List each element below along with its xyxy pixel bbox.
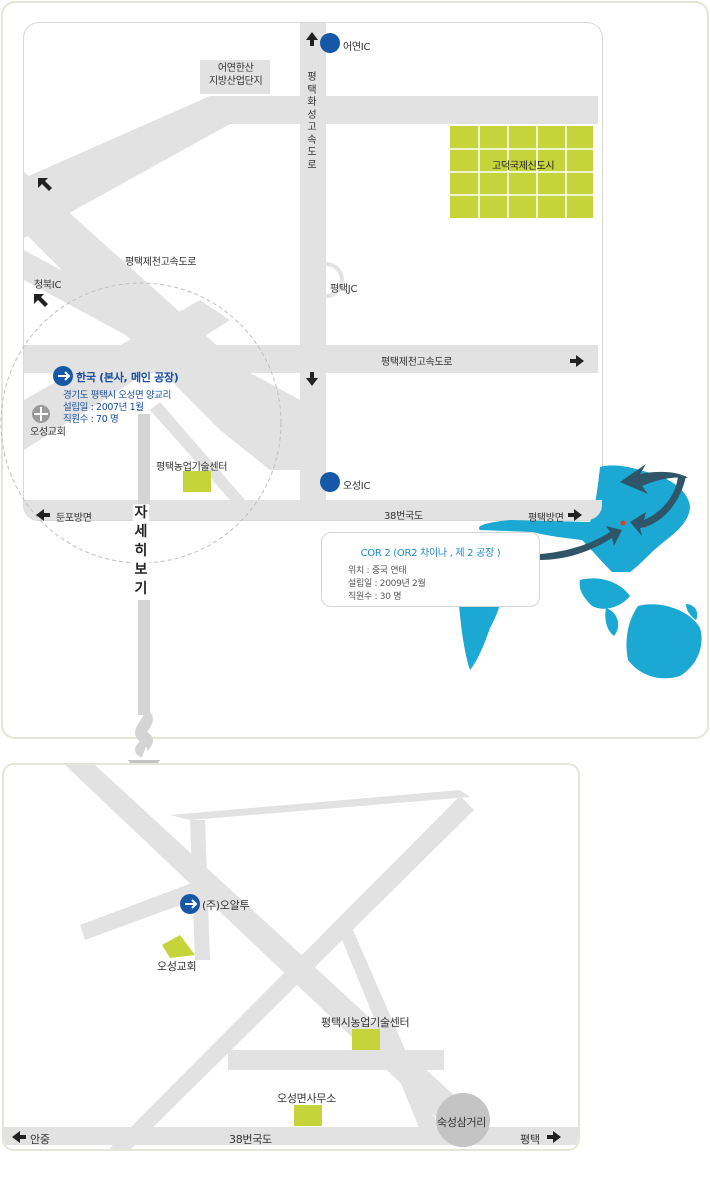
dir-right-label: 평택방면 [528, 513, 564, 524]
curved-arrow-icon [540, 464, 688, 560]
china-factory-location: 위치 : 중국 연태 [348, 566, 407, 576]
oseong-ic-label: 오성IC [343, 481, 371, 492]
detail-intersection-label: 숙성삼거리 [437, 1116, 487, 1129]
detail-view-link[interactable]: 자세히보기 [133, 504, 149, 599]
detail-office-label: 오성면사무소 [277, 1092, 336, 1105]
detail-company-marker-icon [180, 894, 200, 914]
company-address: 경기도 평택시 오성면 양교리 [63, 390, 171, 401]
intersection-circle [436, 1093, 490, 1147]
china-factory-card: COR 2 (OR2 차이나 , 제 2 공장 ) 위치 : 중국 연태 설립일… [321, 532, 540, 607]
ic-marker-oseong [320, 472, 340, 492]
highway-vertical-label: 평택화성고속도로 [307, 72, 317, 171]
ag-center-label: 평택농업기술센터 [156, 462, 228, 473]
company-founded: 설립일 : 2007년 1월 [63, 402, 144, 413]
detail-dir-left-label: 안중 [30, 1133, 50, 1146]
detail-ag-center-label: 평택시농업기술센터 [321, 1016, 410, 1029]
new-city-label: 고덕국제신도시 [492, 161, 555, 172]
ag-center-marker [183, 471, 211, 492]
church-label: 오성교회 [30, 427, 66, 438]
ic-top-label: 어연IC [343, 42, 371, 53]
industrial-complex-label: 어연한산 지방산업단지 [209, 63, 263, 87]
highway-label-left: 평택제천고속도로 [125, 257, 197, 268]
company-marker-icon [53, 366, 73, 386]
china-factory-founded: 설립일 : 2009년 2월 [348, 579, 426, 589]
church-cross-icon [32, 405, 50, 423]
road-38-label: 38번국도 [384, 511, 423, 522]
detail-view-text: 자세히보기 [134, 505, 148, 597]
detail-dir-right-label: 평택 [520, 1133, 540, 1146]
dir-left-label: 둔포방면 [56, 513, 92, 524]
china-factory-employees: 직원수 : 30 명 [348, 592, 402, 602]
new-city-grid [450, 126, 593, 218]
company-title[interactable]: 한국 (본사, 메인 공장) [76, 371, 179, 384]
cheongbuk-ic-label: 청북IC [34, 280, 62, 291]
detail-church-label: 오성교회 [157, 960, 197, 973]
jc-label: 평택JC [330, 284, 358, 295]
detail-ag-center-marker [352, 1029, 380, 1050]
direction-arrows [34, 32, 584, 521]
detail-office-marker [294, 1105, 322, 1126]
ic-marker-top [320, 33, 340, 53]
detail-company-label[interactable]: (주)오알투 [202, 899, 250, 912]
company-employees: 직원수 : 70 명 [63, 414, 119, 425]
china-factory-title: COR 2 (OR2 차이나 , 제 2 공장 ) [360, 548, 501, 559]
detail-road-38-label: 38번국도 [229, 1133, 272, 1146]
highway-label-right: 평택제천고속도로 [381, 357, 453, 368]
